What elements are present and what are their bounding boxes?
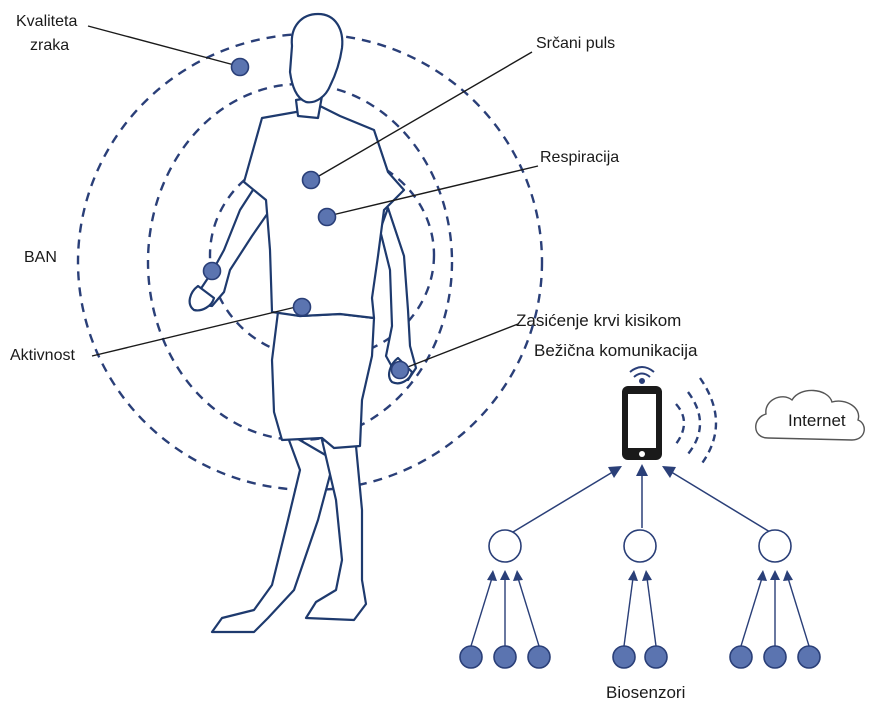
sensor-blood-oxygen [392, 362, 409, 379]
label-wireless: Bežična komunikacija [534, 341, 698, 360]
sensor-air-quality [232, 59, 249, 76]
sensor-activity [294, 299, 311, 316]
biosensor-node [528, 646, 550, 668]
right-arm [380, 208, 416, 380]
biosensor-nodes [460, 646, 820, 668]
label-internet: Internet [788, 411, 846, 430]
sensor-arrowheads [487, 570, 793, 581]
leader-air-quality [88, 26, 238, 66]
label-activity: Aktivnost [10, 347, 75, 364]
hub-nodes [489, 530, 791, 562]
network-links [513, 470, 770, 532]
link-hub1-phone [513, 470, 616, 532]
leader-activity [92, 306, 300, 356]
wireless-waves [676, 378, 716, 466]
biosensor-node [494, 646, 516, 668]
biosensor-node [730, 646, 752, 668]
label-ban: BAN [24, 249, 57, 266]
link-hub3-phone [668, 470, 770, 532]
biosensor-node [460, 646, 482, 668]
head [290, 14, 342, 102]
sensor-wrist [204, 263, 221, 280]
hub-node-1 [489, 530, 521, 562]
biosensor-node [613, 646, 635, 668]
sensor-heart-rate [303, 172, 320, 189]
wifi-icon [630, 367, 654, 383]
biosensor-node [764, 646, 786, 668]
label-respiration: Respiracija [540, 149, 619, 166]
label-air-quality-2: zraka [30, 37, 69, 54]
label-heart-rate: Srčani puls [536, 35, 615, 52]
label-blood-oxygen: Zasićenje krvi kisikom [516, 311, 681, 330]
leader-blood-oxygen [400, 324, 518, 370]
leader-heart-rate [312, 52, 532, 180]
shorts [272, 312, 374, 448]
hub-node-3 [759, 530, 791, 562]
biosensor-node [645, 646, 667, 668]
sensor-respiration [319, 209, 336, 226]
label-air-quality-1: Kvaliteta [16, 13, 77, 30]
label-biosensors: Biosenzori [606, 683, 685, 702]
sensor-links [471, 578, 809, 646]
network-arrowheads [608, 464, 676, 478]
hub-node-2 [624, 530, 656, 562]
biosensor-node [798, 646, 820, 668]
smartphone-icon [622, 386, 662, 460]
human-figure [190, 14, 416, 632]
